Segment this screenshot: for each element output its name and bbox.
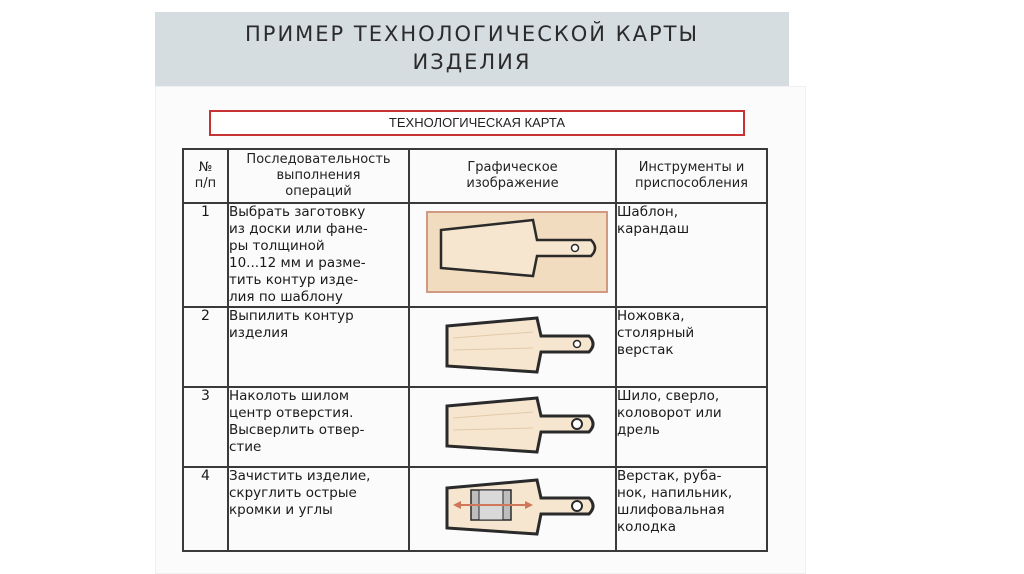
row-number: 2 (182, 306, 229, 388)
row-tools: Шаблон, карандаш (615, 202, 768, 308)
slide-title-line2: ИЗДЕЛИЯ (412, 50, 532, 74)
col-header-tools: Инструменты и приспособления (615, 148, 768, 204)
col-header-sequence: Последовательность выполнения операций (227, 148, 410, 204)
card-header: ТЕХНОЛОГИЧЕСКАЯ КАРТА (209, 110, 745, 136)
row-graphic (408, 202, 617, 308)
row-graphic (408, 466, 617, 552)
board-drilled-image (445, 396, 594, 454)
col-header-num: № п/п (182, 148, 229, 204)
slide-title-line1: ПРИМЕР ТЕХНОЛОГИЧЕСКОЙ КАРТЫ (245, 22, 699, 46)
board-cut-image (445, 316, 594, 374)
row-tools: Шило, сверло, коловорот или дрель (615, 386, 768, 468)
board-sanded-image (445, 478, 594, 536)
table-row: 3 Наколоть шилом центр отверстия. Высвер… (182, 386, 768, 468)
col-header-graphic: Графическое изображение (408, 148, 617, 204)
board-blank-image (425, 211, 608, 293)
row-number: 1 (182, 202, 229, 308)
row-tools: Верстак, руба- нок, напильник, шлифоваль… (615, 466, 768, 552)
row-operation: Наколоть шилом центр отверстия. Высверли… (227, 386, 410, 468)
row-graphic (408, 306, 617, 388)
slide-title-bar: ПРИМЕР ТЕХНОЛОГИЧЕСКОЙ КАРТЫ ИЗДЕЛИЯ (155, 12, 789, 86)
tech-map-table: № п/п Последовательность выполнения опер… (182, 148, 768, 552)
row-operation: Выбрать заготовку из доски или фане- ры … (227, 202, 410, 308)
row-operation: Зачистить изделие, скруглить острые кром… (227, 466, 410, 552)
table-header-row: № п/п Последовательность выполнения опер… (182, 148, 768, 204)
table-row: 4 Зачистить изделие, скруглить острые кр… (182, 466, 768, 552)
table-row: 1 Выбрать заготовку из доски или фане- р… (182, 202, 768, 308)
table-row: 2 Выпилить контур изделия Ножовка, столя… (182, 306, 768, 388)
row-number: 4 (182, 466, 229, 552)
row-number: 3 (182, 386, 229, 468)
row-graphic (408, 386, 617, 468)
row-operation: Выпилить контур изделия (227, 306, 410, 388)
row-tools: Ножовка, столярный верстак (615, 306, 768, 388)
